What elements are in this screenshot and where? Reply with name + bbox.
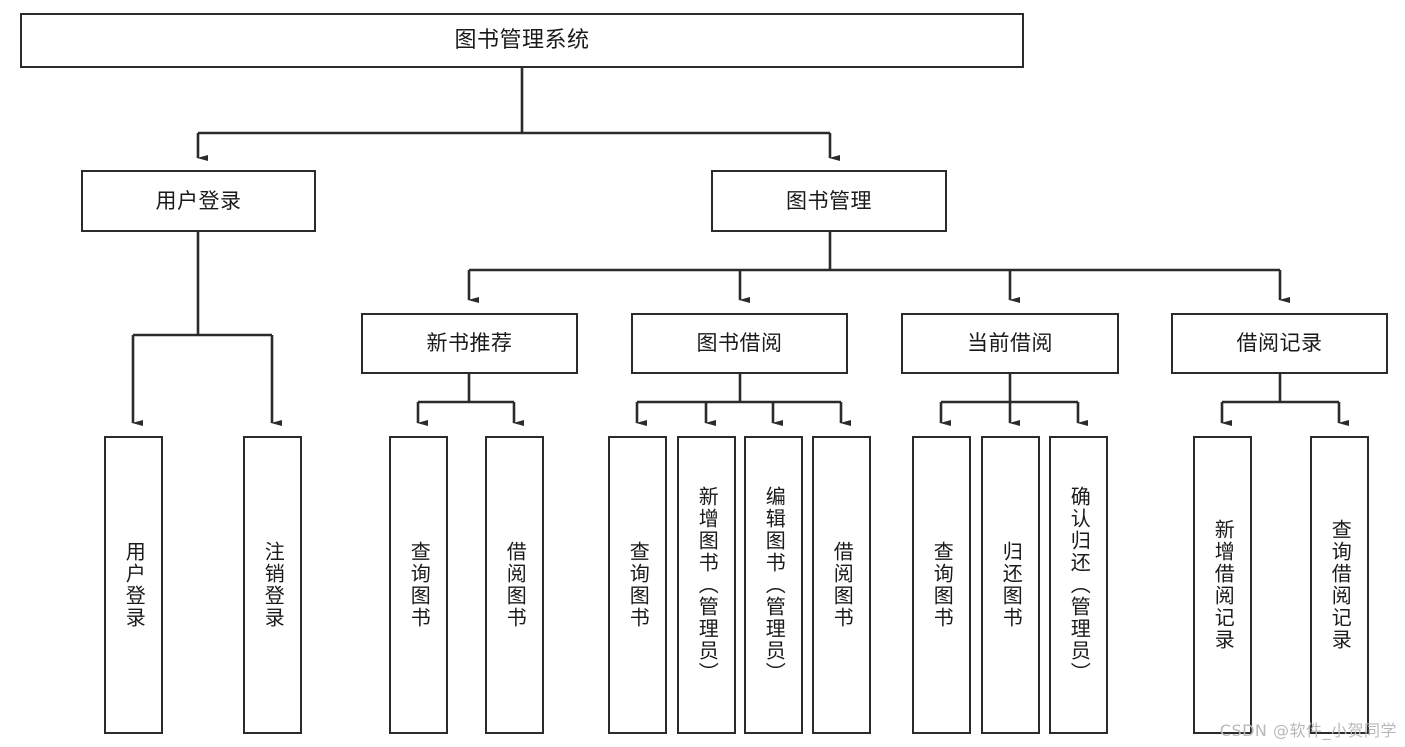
node-leaf-add-record[interactable]: 新增借阅记录	[1193, 436, 1252, 734]
node-leaf-return-book[interactable]: 归还图书	[981, 436, 1040, 734]
node-current-borrow-label: 当前借阅	[967, 331, 1053, 356]
node-book-management-label: 图书管理	[786, 188, 872, 213]
node-root-label: 图书管理系统	[454, 27, 590, 53]
node-new-book-recommend[interactable]: 新书推荐	[361, 313, 578, 374]
node-leaf-user-login-label: 用户登录	[122, 541, 147, 629]
node-leaf-borrow-book-2-label: 借阅图书	[830, 541, 855, 629]
node-leaf-confirm-return[interactable]: 确认归还（管理员）	[1049, 436, 1108, 734]
node-user-login[interactable]: 用户登录	[81, 170, 316, 232]
node-book-borrow-label: 图书借阅	[696, 331, 783, 356]
watermark: CSDN @软件_小贺同学	[1219, 721, 1397, 740]
node-borrow-record[interactable]: 借阅记录	[1171, 313, 1388, 374]
node-leaf-add-book-label: 新增图书（管理员）	[695, 486, 720, 684]
node-leaf-borrow-book-2[interactable]: 借阅图书	[812, 436, 871, 734]
node-root[interactable]: 图书管理系统	[20, 13, 1024, 68]
node-book-borrow[interactable]: 图书借阅	[631, 313, 848, 374]
node-leaf-borrow-book-1-label: 借阅图书	[503, 541, 528, 629]
node-leaf-confirm-return-label: 确认归还（管理员）	[1067, 486, 1092, 684]
node-leaf-query-record-label: 查询借阅记录	[1328, 519, 1353, 651]
node-leaf-add-record-label: 新增借阅记录	[1211, 519, 1236, 651]
node-leaf-add-book[interactable]: 新增图书（管理员）	[677, 436, 736, 734]
node-leaf-query-book-1[interactable]: 查询图书	[389, 436, 448, 734]
node-leaf-query-book-2-label: 查询图书	[626, 541, 651, 629]
node-new-book-recommend-label: 新书推荐	[426, 331, 513, 356]
node-leaf-edit-book-label: 编辑图书（管理员）	[762, 486, 787, 684]
node-leaf-query-book-1-label: 查询图书	[407, 541, 432, 629]
node-leaf-user-login[interactable]: 用户登录	[104, 436, 163, 734]
node-leaf-edit-book[interactable]: 编辑图书（管理员）	[744, 436, 803, 734]
node-leaf-return-book-label: 归还图书	[999, 541, 1024, 629]
node-leaf-logout[interactable]: 注销登录	[243, 436, 302, 734]
node-leaf-logout-label: 注销登录	[261, 541, 286, 629]
node-leaf-query-book-2[interactable]: 查询图书	[608, 436, 667, 734]
node-borrow-record-label: 借阅记录	[1236, 331, 1323, 356]
node-current-borrow[interactable]: 当前借阅	[901, 313, 1119, 374]
node-leaf-query-record[interactable]: 查询借阅记录	[1310, 436, 1369, 734]
node-user-login-label: 用户登录	[155, 188, 242, 213]
node-leaf-query-book-3[interactable]: 查询图书	[912, 436, 971, 734]
node-leaf-query-book-3-label: 查询图书	[930, 541, 955, 629]
node-leaf-borrow-book-1[interactable]: 借阅图书	[485, 436, 544, 734]
node-book-management[interactable]: 图书管理	[711, 170, 947, 232]
